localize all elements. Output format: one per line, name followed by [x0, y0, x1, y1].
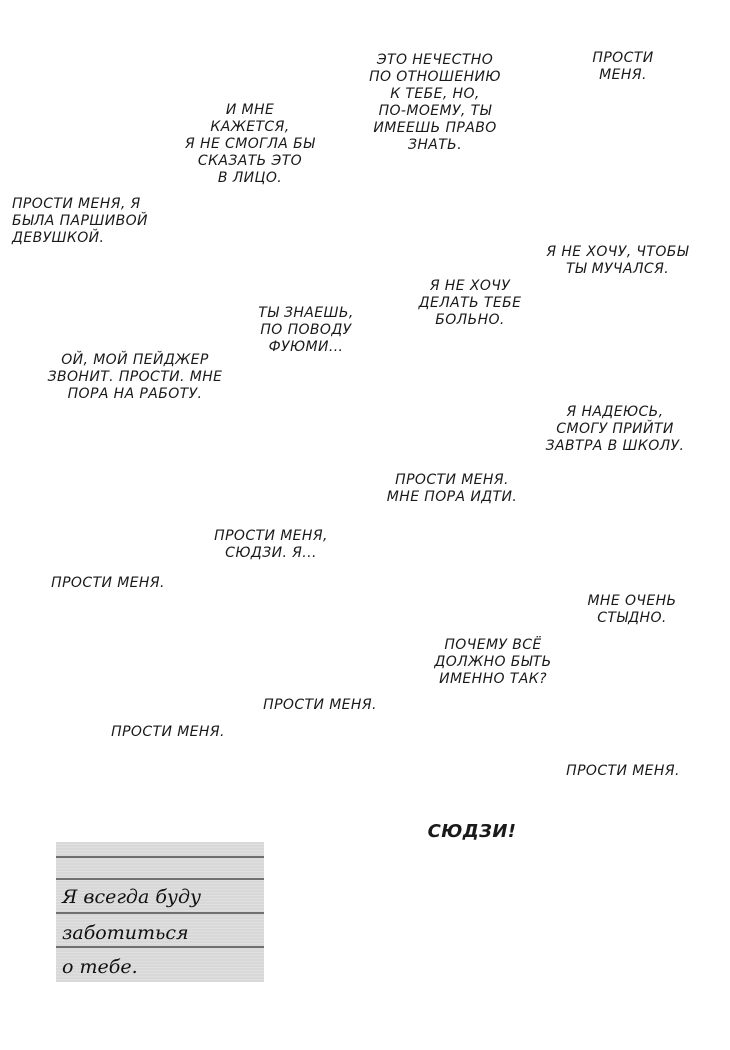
note-rule-line	[56, 856, 264, 858]
note-rule-line	[56, 912, 264, 914]
speech-bubble-forgive-me-right: ПРОСТИ МЕНЯ.	[566, 763, 680, 779]
speech-bubble-why-so: ПОЧЕМУ ВСЁ ДОЛЖНО БЫТЬ ИМЕННО ТАК?	[434, 637, 552, 687]
note-line-2: заботиться	[62, 922, 189, 944]
speech-bubble-bad-girlfriend: ПРОСТИ МЕНЯ, Я БЫЛА ПАРШИВОЙ ДЕВУШКОЙ.	[12, 196, 148, 246]
speech-bubble-forgive-me-lower-left: ПРОСТИ МЕНЯ.	[111, 724, 225, 740]
speech-bubble-forgive-shuji: ПРОСТИ МЕНЯ, СЮДЗИ. Я...	[214, 528, 328, 561]
speech-bubble-school-tomorrow: Я НАДЕЮСЬ, СМОГУ ПРИЙТИ ЗАВТРА В ШКОЛУ.	[545, 404, 685, 454]
speech-bubble-unfair: ЭТО НЕЧЕСТНО ПО ОТНОШЕНИЮ К ТЕБЕ, НО, ПО…	[369, 52, 501, 153]
note-line-1: Я всегда буду	[62, 886, 202, 908]
speech-bubble-dont-want-suffer: Я НЕ ХОЧУ, ЧТОБЫ ТЫ МУЧАЛСЯ.	[546, 244, 689, 277]
handwritten-note: Я всегда буду заботиться о тебе.	[56, 842, 264, 982]
shout-shuji: СЮДЗИ!	[427, 821, 517, 842]
speech-bubble-about-fuyumi: ТЫ ЗНАЕШЬ, ПО ПОВОДУ ФУЮМИ...	[258, 305, 354, 355]
note-line-3: о тебе.	[62, 956, 138, 978]
speech-bubble-forgive-me-left: ПРОСТИ МЕНЯ.	[51, 575, 165, 591]
speech-bubble-not-in-person: И МНЕ КАЖЕТСЯ, Я НЕ СМОГЛА БЫ СКАЗАТЬ ЭТ…	[185, 102, 315, 186]
speech-bubble-forgive-me-center: ПРОСТИ МЕНЯ.	[263, 697, 377, 713]
speech-bubble-pager: ОЙ, МОЙ ПЕЙДЖЕР ЗВОНИТ. ПРОСТИ. МНЕ ПОРА…	[47, 352, 223, 402]
note-rule-line	[56, 946, 264, 948]
speech-bubble-dont-want-hurt: Я НЕ ХОЧУ ДЕЛАТЬ ТЕБЕ БОЛЬНО.	[418, 278, 522, 328]
speech-bubble-ashamed: МНЕ ОЧЕНЬ СТЫДНО.	[587, 593, 677, 626]
note-rule-line	[56, 878, 264, 880]
speech-bubble-time-to-go: ПРОСТИ МЕНЯ. МНЕ ПОРА ИДТИ.	[386, 472, 518, 505]
speech-bubble-forgive-me-top: ПРОСТИ МЕНЯ.	[592, 50, 654, 83]
